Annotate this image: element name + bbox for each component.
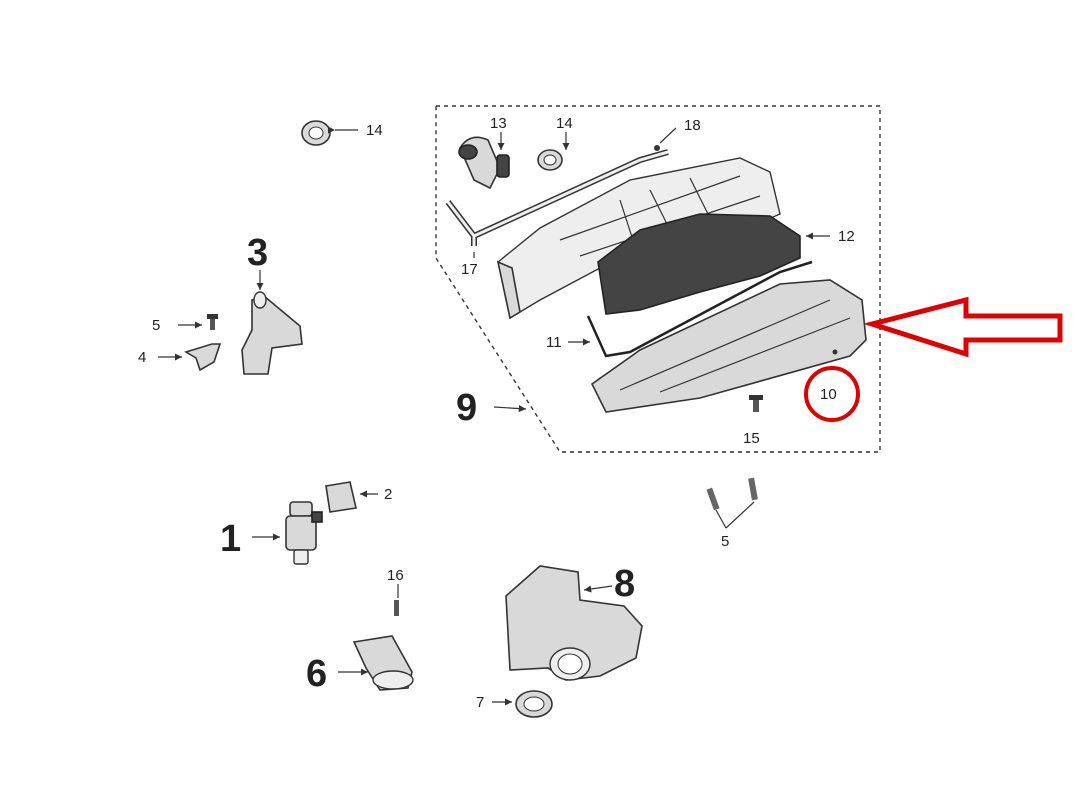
throttle-body-8: 8 [505, 563, 643, 681]
label-13: 13 [490, 115, 507, 132]
label-10: 10 [820, 386, 837, 403]
screw-18: 18 [654, 117, 701, 151]
highlight-arrow [862, 296, 1063, 358]
label-15: 15 [743, 430, 760, 447]
label-3: 3 [247, 232, 268, 274]
breather-tube-17: 17 [445, 149, 669, 278]
intake-manifold-rubber-6: 6 [306, 635, 414, 695]
gasket-11: 11 [546, 260, 813, 358]
bracket-4: 4 [138, 343, 222, 372]
label-12: 12 [838, 228, 855, 245]
bracket-3: 3 [241, 232, 303, 375]
fuel-injector-1: 1 [220, 501, 323, 565]
label-4: 4 [138, 349, 146, 366]
hose-clamp-14-top: 14 [301, 120, 383, 146]
label-16: 16 [387, 567, 404, 584]
label-17: 17 [461, 261, 478, 278]
label-2: 2 [384, 486, 392, 503]
label-9: 9 [456, 387, 477, 429]
label-5-left: 5 [152, 317, 160, 334]
label-7: 7 [476, 694, 484, 711]
screw-16: 16 [387, 567, 404, 616]
label-11: 11 [546, 334, 562, 351]
label-8: 8 [614, 563, 635, 605]
air-filter-element-12: 12 [597, 213, 855, 315]
air-box-lower-housing-10 [590, 279, 867, 413]
label-14-inner: 14 [556, 115, 573, 132]
screw-15: 15 [743, 395, 763, 447]
label-1: 1 [220, 518, 241, 560]
elbow-connector-13: 13 [458, 115, 510, 190]
label-6: 6 [306, 653, 327, 695]
label-5-right: 5 [721, 533, 729, 550]
clip-2: 2 [325, 481, 392, 513]
label-18: 18 [684, 117, 701, 134]
air-filter-group-outline [435, 105, 881, 453]
bolt-5-left: 5 [152, 314, 218, 334]
hose-clamp-14-inner: 14 [537, 115, 573, 171]
bolts-5-right: 5 [706, 477, 758, 550]
hose-clamp-7: 7 [476, 690, 553, 718]
highlight-circle-10 [804, 366, 860, 422]
label-14-top: 14 [366, 122, 383, 139]
